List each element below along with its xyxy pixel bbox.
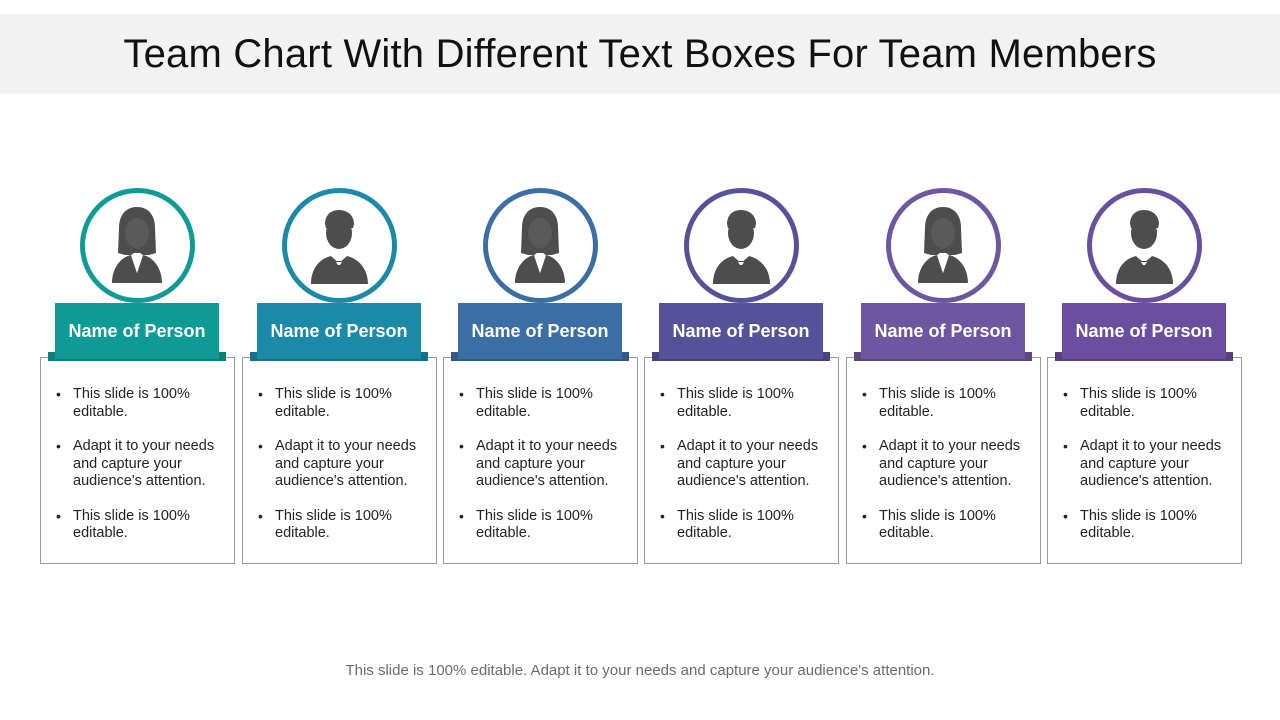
bullet-item: Adapt it to your needs and capture your … (257, 438, 426, 491)
member-text-box: This slide is 100% editable. Adapt it to … (40, 357, 235, 564)
member-text-box: This slide is 100% editable. Adapt it to … (644, 357, 839, 564)
avatar-circle (886, 188, 1001, 303)
member-name: Name of Person (861, 303, 1025, 359)
team-member-card: This slide is 100% editable. Adapt it to … (443, 188, 638, 564)
avatar-circle (282, 188, 397, 303)
avatar-circle (80, 188, 195, 303)
bullet-list: This slide is 100% editable. Adapt it to … (847, 358, 1040, 543)
bullet-list: This slide is 100% editable. Adapt it to … (444, 358, 637, 543)
bullet-list: This slide is 100% editable. Adapt it to … (243, 358, 436, 543)
avatar-circle (1087, 188, 1202, 303)
team-member-card: This slide is 100% editable. Adapt it to … (1047, 188, 1242, 564)
bullet-item: Adapt it to your needs and capture your … (861, 438, 1030, 491)
bullet-item: Adapt it to your needs and capture your … (659, 438, 828, 491)
bullet-item: Adapt it to your needs and capture your … (458, 438, 627, 491)
member-name: Name of Person (55, 303, 219, 359)
bullet-item: This slide is 100% editable. (1062, 508, 1231, 543)
bullet-item: This slide is 100% editable. (458, 386, 627, 421)
team-member-card: This slide is 100% editable. Adapt it to … (40, 188, 235, 564)
bullet-item: This slide is 100% editable. (1062, 386, 1231, 421)
slide-title: Team Chart With Different Text Boxes For… (123, 31, 1157, 76)
bullet-item: Adapt it to your needs and capture your … (1062, 438, 1231, 491)
bullet-item: This slide is 100% editable. (257, 386, 426, 421)
bullet-item: This slide is 100% editable. (861, 508, 1030, 543)
team-member-card: This slide is 100% editable. Adapt it to … (242, 188, 437, 564)
bullet-list: This slide is 100% editable. Adapt it to … (41, 358, 234, 543)
bullet-list: This slide is 100% editable. Adapt it to … (645, 358, 838, 543)
bullet-item: This slide is 100% editable. (55, 386, 224, 421)
bullet-list: This slide is 100% editable. Adapt it to … (1048, 358, 1241, 543)
footer-note: This slide is 100% editable. Adapt it to… (345, 662, 935, 679)
bullet-item: This slide is 100% editable. (257, 508, 426, 543)
title-bar: Team Chart With Different Text Boxes For… (0, 14, 1280, 94)
bullet-item: This slide is 100% editable. (659, 508, 828, 543)
bullet-item: This slide is 100% editable. (458, 508, 627, 543)
team-member-card: This slide is 100% editable. Adapt it to … (846, 188, 1041, 564)
member-text-box: This slide is 100% editable. Adapt it to … (242, 357, 437, 564)
bullet-item: This slide is 100% editable. (861, 386, 1030, 421)
member-text-box: This slide is 100% editable. Adapt it to … (443, 357, 638, 564)
member-name: Name of Person (257, 303, 421, 359)
avatar-circle (684, 188, 799, 303)
member-name: Name of Person (1062, 303, 1226, 359)
member-name: Name of Person (458, 303, 622, 359)
bullet-item: This slide is 100% editable. (659, 386, 828, 421)
member-text-box: This slide is 100% editable. Adapt it to … (1047, 357, 1242, 564)
bullet-item: Adapt it to your needs and capture your … (55, 438, 224, 491)
avatar-circle (483, 188, 598, 303)
member-name: Name of Person (659, 303, 823, 359)
member-text-box: This slide is 100% editable. Adapt it to … (846, 357, 1041, 564)
bullet-item: This slide is 100% editable. (55, 508, 224, 543)
team-member-card: This slide is 100% editable. Adapt it to … (644, 188, 839, 564)
